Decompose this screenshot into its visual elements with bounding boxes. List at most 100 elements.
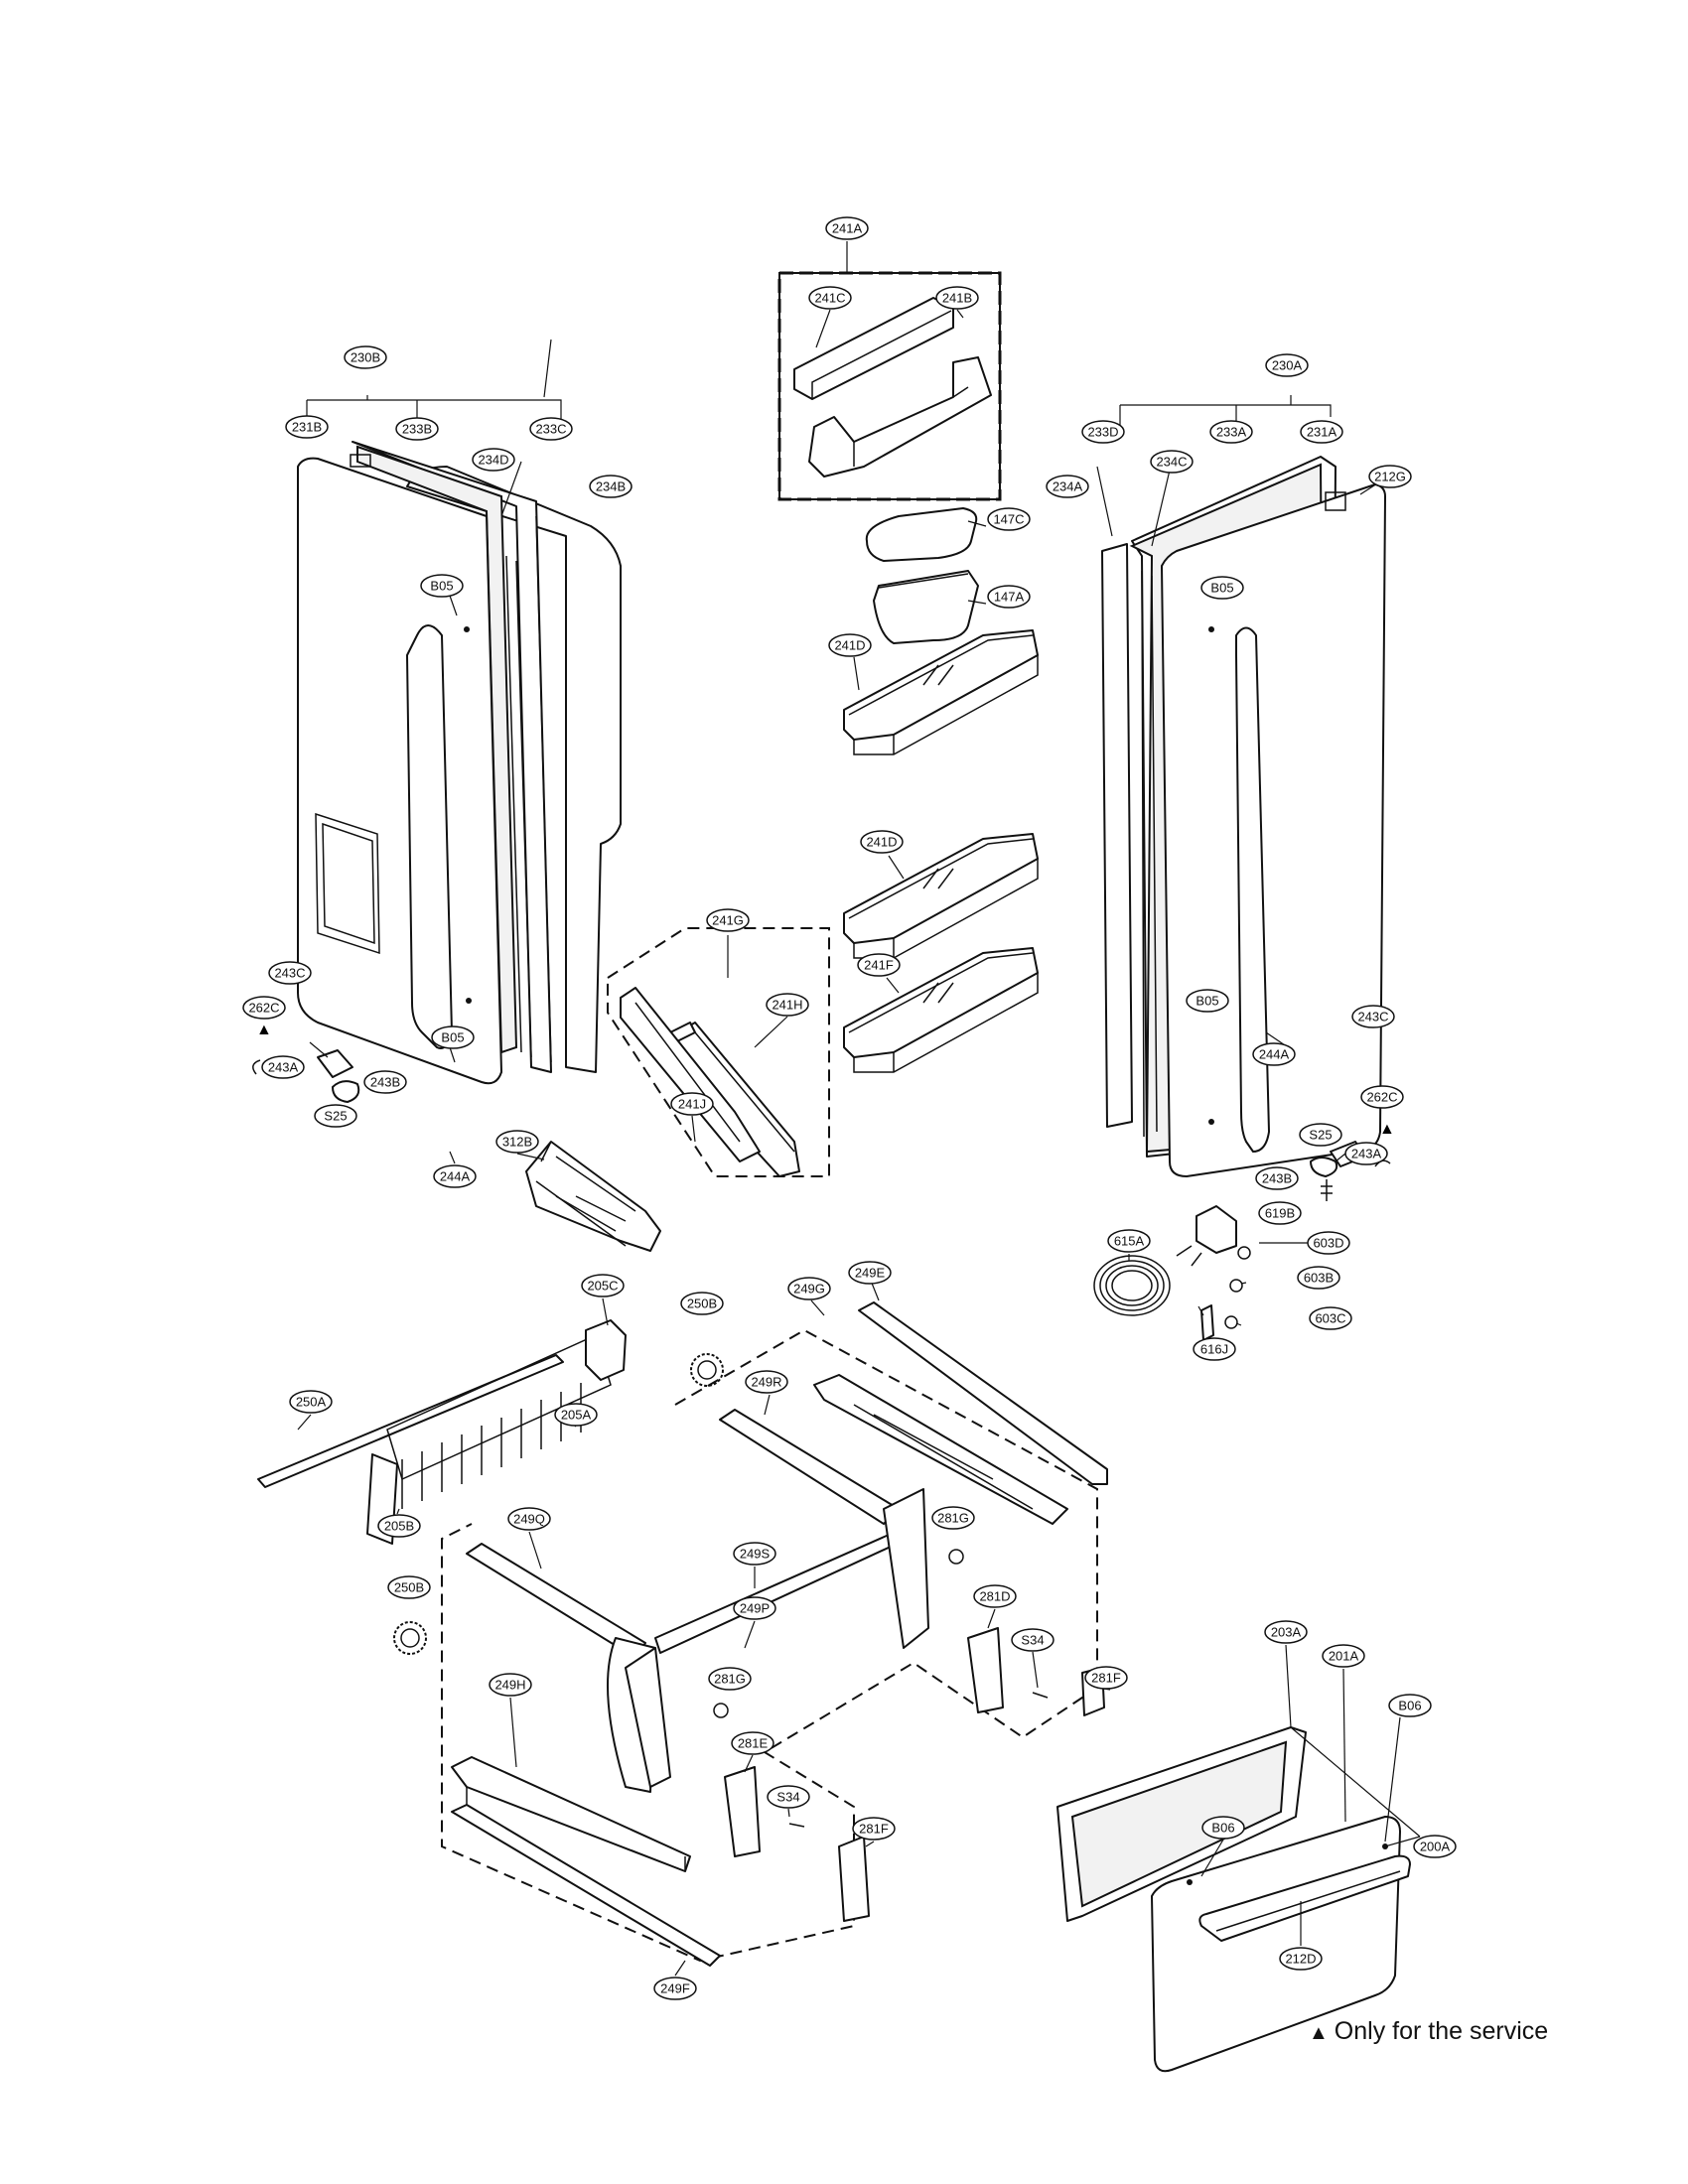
- callout-text: 281E: [738, 1736, 769, 1751]
- callout-text: 147C: [993, 512, 1024, 527]
- callout-249p: 249P: [733, 1596, 776, 1620]
- callout-text: 241C: [814, 291, 845, 306]
- part-312B: [525, 1141, 661, 1252]
- callout-212d: 212D: [1279, 1947, 1323, 1971]
- callout-200a: 200A: [1413, 1835, 1457, 1858]
- callout-text: 243A: [268, 1060, 299, 1075]
- callout-s25: S25: [1299, 1123, 1342, 1147]
- callout-243c: 243C: [1351, 1005, 1395, 1028]
- callout-text: 241D: [866, 835, 897, 850]
- callout-text: B05: [441, 1030, 464, 1045]
- callout-text: 231A: [1307, 425, 1337, 440]
- callout-s25: S25: [314, 1104, 357, 1128]
- callout-603b: 603B: [1297, 1266, 1340, 1290]
- callout-text: 200A: [1420, 1840, 1451, 1854]
- callout-241c: 241C: [808, 286, 852, 310]
- callout-250b: 250B: [387, 1575, 431, 1599]
- callout-243b: 243B: [1255, 1166, 1299, 1190]
- callout-249q: 249Q: [507, 1507, 551, 1531]
- callout-text: B06: [1398, 1699, 1421, 1713]
- footnote: ▲Only for the service: [1309, 2017, 1548, 2046]
- callout-text: 244A: [1259, 1047, 1290, 1062]
- callout-241d: 241D: [860, 830, 904, 854]
- callout-text: 281G: [714, 1672, 746, 1687]
- gear-250B-top: [690, 1353, 724, 1387]
- door-bin-241D-upper: [843, 629, 1039, 755]
- callout-text: S34: [776, 1790, 799, 1805]
- water-valve-group: [1093, 1205, 1251, 1341]
- callout-text: 241H: [772, 998, 802, 1013]
- callout-text: 249H: [494, 1678, 525, 1693]
- callout-233c: 233C: [529, 417, 573, 441]
- callout-234d: 234D: [472, 448, 515, 472]
- callout-b05: B05: [1200, 576, 1244, 600]
- callout-147a: 147A: [987, 585, 1031, 609]
- bin-241A-group: [777, 271, 1002, 501]
- callout-243b: 243B: [363, 1070, 407, 1094]
- callout-text: 281F: [859, 1822, 889, 1837]
- callout-text: 234A: [1053, 479, 1083, 494]
- callout-205a: 205A: [554, 1403, 598, 1427]
- callout-text: B05: [1210, 581, 1233, 596]
- callout-281e: 281E: [731, 1731, 774, 1755]
- callout-233b: 233B: [395, 417, 439, 441]
- callout-249h: 249H: [489, 1673, 532, 1697]
- callout-text: 249Q: [513, 1512, 545, 1527]
- callout-249g: 249G: [787, 1277, 831, 1300]
- rail-frame-249-group: [441, 1301, 1108, 1967]
- callout-text: 233D: [1087, 425, 1118, 440]
- callout-text: 201A: [1329, 1649, 1359, 1664]
- callout-text: 212D: [1285, 1952, 1316, 1967]
- callout-244a: 244A: [433, 1164, 477, 1188]
- callout-231b: 231B: [285, 415, 329, 439]
- callout-231a: 231A: [1300, 420, 1343, 444]
- callout-text: 230A: [1272, 358, 1303, 373]
- callout-234a: 234A: [1046, 475, 1089, 498]
- callout-text: 233C: [535, 422, 566, 437]
- callout-616j: 616J: [1193, 1337, 1236, 1361]
- callout-text: 249S: [740, 1547, 771, 1562]
- callout-text: 603B: [1304, 1271, 1334, 1286]
- footnote-text: Only for the service: [1334, 2017, 1549, 2045]
- callout-text: 312B: [502, 1135, 532, 1150]
- callout-243c: 243C: [268, 961, 312, 985]
- callout-249r: 249R: [745, 1370, 788, 1394]
- gear-250B-bottom: [393, 1621, 427, 1655]
- callout-603d: 603D: [1307, 1231, 1350, 1255]
- callout-603c: 603C: [1309, 1306, 1352, 1330]
- part-147C: [865, 507, 978, 562]
- callout-text: 241J: [678, 1097, 706, 1112]
- callout-text: 250B: [394, 1580, 424, 1595]
- callout-text: 603C: [1315, 1311, 1345, 1326]
- callout-text: 147A: [994, 590, 1025, 605]
- callout-233a: 233A: [1209, 420, 1253, 444]
- callout-281g: 281G: [931, 1506, 975, 1530]
- callout-b05: B05: [1186, 989, 1229, 1013]
- callout-text: S34: [1021, 1633, 1044, 1648]
- callout-250b: 250B: [680, 1292, 724, 1315]
- callout-203a: 203A: [1264, 1620, 1308, 1644]
- callout-text: 233A: [1216, 425, 1247, 440]
- callout-text: 234C: [1156, 455, 1187, 470]
- left-door-assembly: [252, 441, 622, 1127]
- callout-241j: 241J: [670, 1092, 714, 1116]
- callout-249e: 249E: [848, 1261, 892, 1285]
- callout-text: 212G: [1374, 470, 1406, 484]
- callout-text: 205A: [561, 1408, 592, 1423]
- callout-262c: 262C: [242, 996, 286, 1020]
- callout-250a: 250A: [289, 1390, 333, 1414]
- callout-241h: 241H: [766, 993, 809, 1017]
- right-door-assembly: [1101, 456, 1391, 1201]
- callout-281d: 281D: [973, 1584, 1017, 1608]
- callout-text: 249G: [793, 1282, 825, 1297]
- callout-text: 241A: [832, 221, 863, 236]
- callout-text: 281G: [937, 1511, 969, 1526]
- callout-281f: 281F: [852, 1817, 896, 1841]
- callout-text: 250A: [296, 1395, 327, 1410]
- callout-text: 234B: [596, 479, 626, 494]
- callout-text: 244A: [440, 1169, 471, 1184]
- callout-text: 249R: [751, 1375, 781, 1390]
- freezer-door-group: [1056, 1726, 1411, 2073]
- callout-text: B06: [1211, 1821, 1234, 1836]
